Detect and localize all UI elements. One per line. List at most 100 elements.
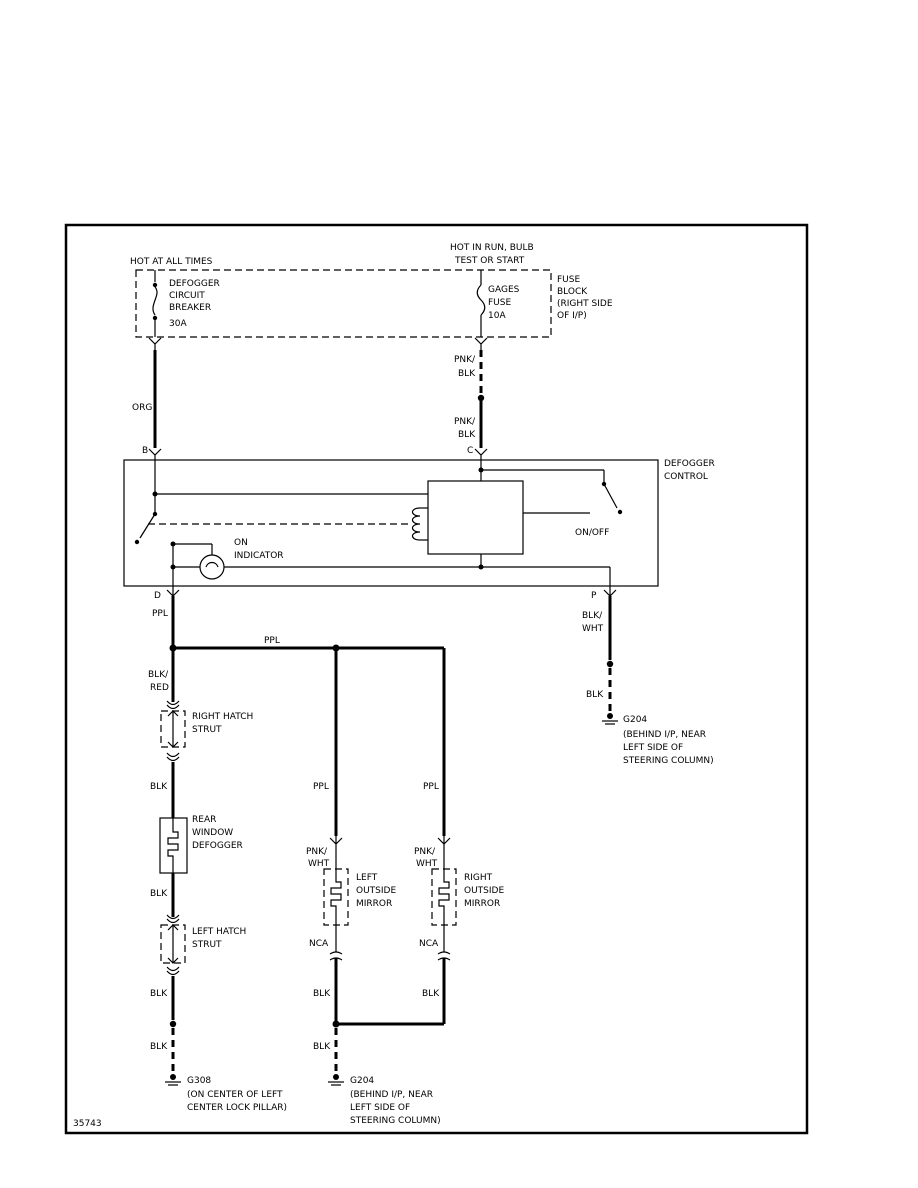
ppl-bus-label: PPL <box>264 636 280 646</box>
svg-text:G204: G204 <box>623 715 647 725</box>
svg-text:PNK/: PNK/ <box>454 355 476 365</box>
svg-text:WHT: WHT <box>308 859 330 869</box>
connector-c <box>474 448 488 460</box>
blk-red-label: BLK/ RED <box>148 670 169 693</box>
svg-text:STRUT: STRUT <box>192 725 222 735</box>
svg-text:MIRROR: MIRROR <box>356 899 392 909</box>
gages-fuse <box>476 270 486 337</box>
blk-splice-left <box>169 1020 177 1028</box>
svg-text:PNK/: PNK/ <box>414 847 436 857</box>
pnk-wht-left-label: PNK/ WHT <box>306 847 330 869</box>
connector-d <box>166 586 180 597</box>
svg-text:BLK/: BLK/ <box>148 670 169 680</box>
right-hatch-strut <box>160 700 186 762</box>
svg-text:WINDOW: WINDOW <box>192 828 233 838</box>
svg-text:STEERING COLUMN): STEERING COLUMN) <box>623 756 714 766</box>
left-hatch-strut-label: LEFT HATCH STRUT <box>192 927 246 950</box>
blk-left-label: BLK <box>313 989 331 999</box>
connector-c-label: C <box>467 446 473 456</box>
svg-text:(BEHIND I/P, NEAR: (BEHIND I/P, NEAR <box>623 730 706 740</box>
svg-text:LEFT HATCH: LEFT HATCH <box>192 927 246 937</box>
figure-number: 35743 <box>73 1119 102 1129</box>
svg-text:(ON CENTER OF LEFT: (ON CENTER OF LEFT <box>187 1090 283 1100</box>
svg-text:RIGHT: RIGHT <box>464 873 493 883</box>
breaker-label: DEFOGGER CIRCUIT BREAKER 30A <box>169 279 220 329</box>
svg-text:LEFT SIDE OF: LEFT SIDE OF <box>623 743 683 753</box>
ground-g308-symbol <box>165 1074 181 1086</box>
on-indicator-lamp <box>199 544 225 580</box>
right-hatch-strut-label: RIGHT HATCH STRUT <box>192 712 253 735</box>
hot-at-all-times-label: HOT AT ALL TIMES <box>130 257 213 267</box>
left-mirror-connector-top <box>329 836 343 848</box>
ppl-d-label: PPL <box>152 609 168 619</box>
connector-p-label: P <box>591 591 597 601</box>
ppl-right-label: PPL <box>423 782 439 792</box>
svg-text:ON: ON <box>234 538 248 548</box>
svg-text:GAGES: GAGES <box>488 285 520 295</box>
pnk-blk-label-1: PNK/ BLK <box>454 355 476 379</box>
svg-text:PNK/: PNK/ <box>306 847 328 857</box>
blk-label-1: BLK <box>150 782 168 792</box>
svg-text:BLK: BLK <box>458 369 476 379</box>
defogger-circuit-breaker <box>152 270 158 337</box>
svg-text:RIGHT HATCH: RIGHT HATCH <box>192 712 253 722</box>
pnk-blk-splice <box>477 394 485 402</box>
svg-text:STEERING COLUMN): STEERING COLUMN) <box>350 1116 441 1126</box>
connector-b <box>148 448 162 460</box>
svg-text:RED: RED <box>150 683 169 693</box>
ground-g204-mid-symbol <box>328 1074 344 1086</box>
svg-text:G308: G308 <box>187 1076 211 1086</box>
svg-text:DEFOGGER: DEFOGGER <box>169 279 220 289</box>
svg-text:REAR: REAR <box>192 815 216 825</box>
connector-b-label: B <box>142 446 148 456</box>
svg-text:OUTSIDE: OUTSIDE <box>464 886 504 896</box>
fuse-block <box>135 269 552 338</box>
svg-text:CONTROL: CONTROL <box>664 472 708 482</box>
pnk-blk-label-2: PNK/ BLK <box>454 417 476 440</box>
svg-text:BREAKER: BREAKER <box>169 303 211 313</box>
blk-right-label: BLK <box>422 989 440 999</box>
svg-text:DEFOGGER: DEFOGGER <box>192 841 243 851</box>
fuse-connector-right <box>474 337 488 350</box>
nca-right-label: NCA <box>419 939 439 949</box>
hot-in-run-label: HOT IN RUN, BULB <box>450 243 534 253</box>
blk-label-4: BLK <box>150 1042 168 1052</box>
defogger-control-label: DEFOGGER CONTROL <box>664 459 715 482</box>
on-indicator-label: ON INDICATOR <box>234 538 284 561</box>
svg-text:CENTER LOCK PILLAR): CENTER LOCK PILLAR) <box>187 1103 287 1113</box>
blk-mid-label: BLK <box>313 1042 331 1052</box>
fuse-block-label: FUSE BLOCK (RIGHT SIDE OF I/P) <box>557 275 613 321</box>
blk-wht-label: BLK/ WHT <box>582 611 604 634</box>
blk-p-label: BLK <box>586 690 604 700</box>
svg-text:WHT: WHT <box>416 859 438 869</box>
ppl-left-label: PPL <box>313 782 329 792</box>
control-internal-wiring <box>134 460 623 586</box>
svg-text:10A: 10A <box>488 311 506 321</box>
right-outside-mirror-label: RIGHT OUTSIDE MIRROR <box>464 873 504 909</box>
svg-text:30A: 30A <box>169 319 187 329</box>
blk-label-3: BLK <box>150 989 168 999</box>
svg-text:OF I/P): OF I/P) <box>557 311 587 321</box>
svg-text:FUSE: FUSE <box>488 298 511 308</box>
svg-text:STRUT: STRUT <box>192 940 222 950</box>
svg-text:BLK/: BLK/ <box>582 611 603 621</box>
svg-text:DEFOGGER: DEFOGGER <box>664 459 715 469</box>
svg-text:G204: G204 <box>350 1076 374 1086</box>
svg-text:PNK/: PNK/ <box>454 417 476 427</box>
svg-text:(BEHIND I/P, NEAR: (BEHIND I/P, NEAR <box>350 1090 433 1100</box>
ground-g204-right-label: G204 (BEHIND I/P, NEAR LEFT SIDE OF STEE… <box>623 715 714 766</box>
left-hatch-strut <box>160 914 186 976</box>
svg-text:LEFT: LEFT <box>356 873 378 883</box>
svg-text:BLOCK: BLOCK <box>557 287 588 297</box>
nca-left-label: NCA <box>309 939 329 949</box>
pnk-wht-right-label: PNK/ WHT <box>414 847 438 869</box>
ground-g204-mid-label: G204 (BEHIND I/P, NEAR LEFT SIDE OF STEE… <box>350 1076 441 1126</box>
hot-in-run-label-2: TEST OR START <box>454 256 525 266</box>
svg-text:CIRCUIT: CIRCUIT <box>169 291 205 301</box>
svg-text:OUTSIDE: OUTSIDE <box>356 886 396 896</box>
diagram-frame <box>64 223 809 1135</box>
fuse-connector-left <box>148 337 162 350</box>
blk-wht-splice <box>606 660 614 668</box>
gages-fuse-label: GAGES FUSE 10A <box>488 285 520 321</box>
